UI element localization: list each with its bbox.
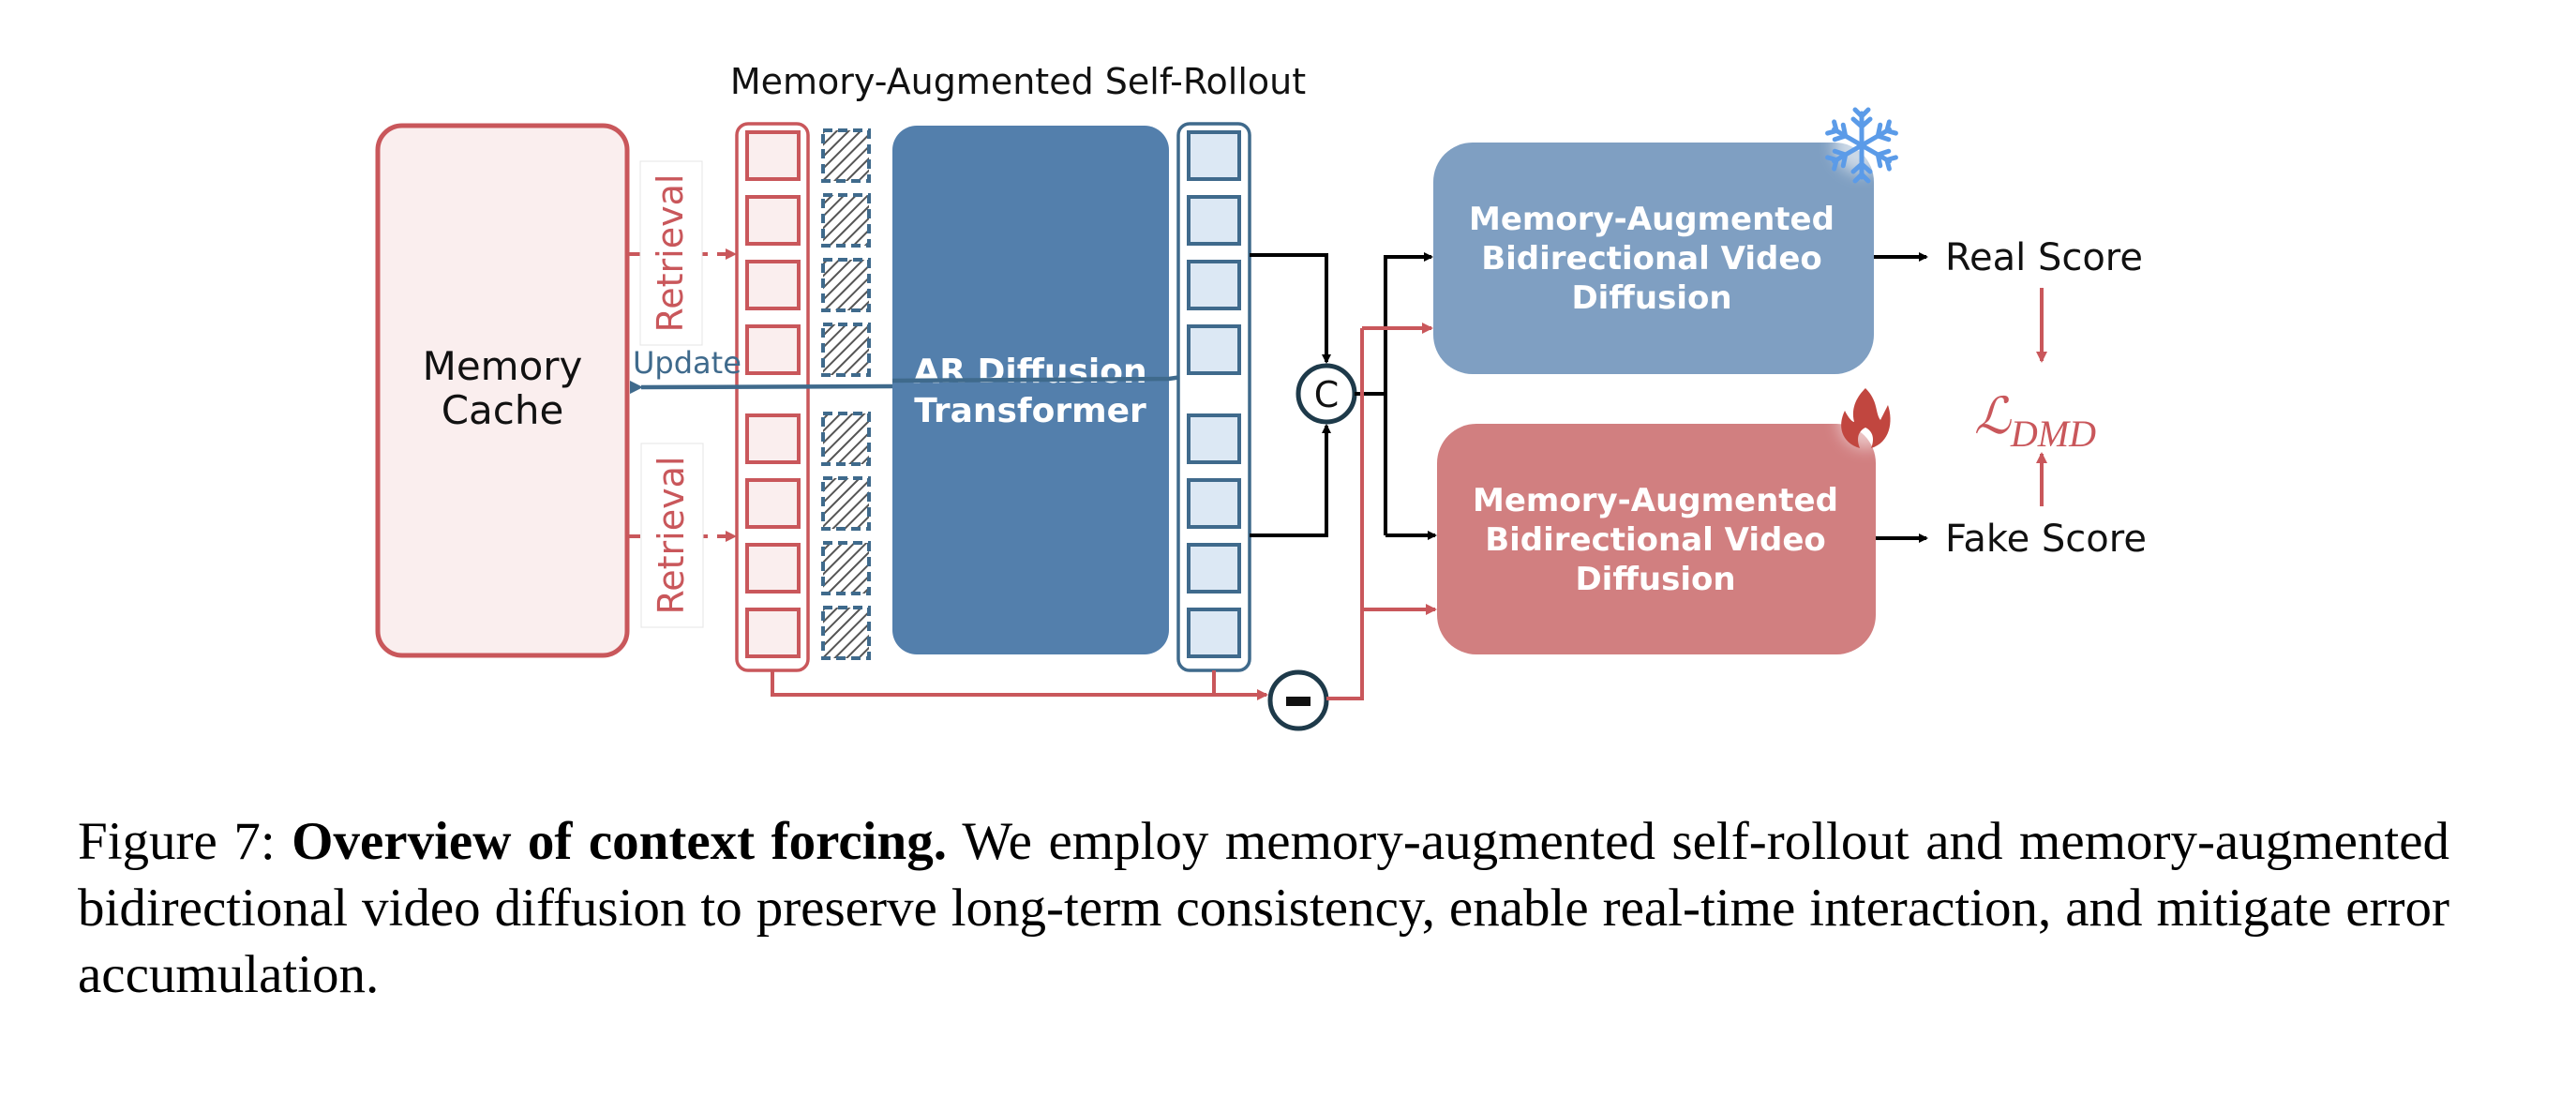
fake-score-label: Fake Score bbox=[1945, 518, 2147, 561]
generated-token-cell bbox=[1187, 324, 1241, 375]
concat-node: C bbox=[1295, 363, 1357, 425]
noisy-token-cell bbox=[821, 476, 871, 531]
generated-token-cell bbox=[1187, 195, 1241, 246]
retrieval-label-bottom: Retrieval bbox=[640, 443, 704, 628]
context-forcing-diagram: Memory-Augmented Self-Rollout Memory Cac… bbox=[375, 61, 2147, 731]
memory-token-cell bbox=[745, 130, 801, 181]
noisy-token-cell bbox=[821, 323, 871, 377]
generated-token-cell bbox=[1187, 130, 1241, 181]
noisy-token-cell bbox=[821, 541, 871, 595]
figure-caption: Figure 7: Overview of context forcing. W… bbox=[78, 808, 2449, 1008]
caption-body: We employ memory-augmented self-rollout … bbox=[78, 812, 2450, 1004]
memory-token-cell bbox=[745, 324, 801, 375]
svg-text:Retrieval: Retrieval bbox=[651, 457, 692, 615]
memory-token-cell bbox=[745, 195, 801, 246]
real-score-label: Real Score bbox=[1945, 236, 2143, 279]
noisy-token-cell bbox=[821, 412, 871, 466]
memory-cache-label-line1: Memory bbox=[423, 343, 583, 389]
memory-cache-block: Memory Cache bbox=[375, 123, 630, 658]
minus-node bbox=[1267, 669, 1329, 731]
flame-icon bbox=[1839, 388, 1892, 448]
memory-token-column bbox=[735, 122, 810, 672]
real-score-model-block: Memory-Augmented Bidirectional Video Dif… bbox=[1433, 143, 1874, 374]
caption-bold-title: Overview of context forcing. bbox=[292, 812, 947, 871]
memory-token-cell bbox=[745, 260, 801, 310]
generated-token-cell bbox=[1187, 478, 1241, 529]
ar-transformer-label-line2: Transformer bbox=[914, 392, 1146, 430]
generated-token-cell bbox=[1187, 543, 1241, 594]
generated-token-cell bbox=[1187, 260, 1241, 310]
ar-diffusion-transformer-block: AR Diffusion Transformer bbox=[892, 126, 1169, 654]
ar-transformer-label-line1: AR Diffusion bbox=[913, 353, 1146, 391]
noisy-token-cell bbox=[821, 193, 871, 248]
svg-text:Bidirectional Video: Bidirectional Video bbox=[1481, 240, 1822, 278]
memory-token-cell bbox=[745, 543, 801, 594]
svg-text:Diffusion: Diffusion bbox=[1575, 561, 1735, 598]
memory-token-cell bbox=[745, 478, 801, 529]
fake-score-model-block: Memory-Augmented Bidirectional Video Dif… bbox=[1437, 424, 1876, 654]
generated-token-cell bbox=[1187, 608, 1241, 658]
update-label: Update bbox=[633, 345, 741, 381]
concat-input-top bbox=[1250, 253, 1331, 364]
svg-text:Retrieval: Retrieval bbox=[650, 174, 691, 333]
retrieval-label-top: Retrieval bbox=[639, 160, 703, 346]
noisy-token-cell bbox=[821, 606, 871, 660]
memory-token-cell bbox=[745, 413, 801, 464]
svg-text:C: C bbox=[1314, 374, 1340, 415]
svg-text:Bidirectional Video: Bidirectional Video bbox=[1485, 521, 1826, 559]
svg-text:Diffusion: Diffusion bbox=[1571, 279, 1731, 317]
svg-text:Memory-Augmented: Memory-Augmented bbox=[1473, 482, 1838, 519]
residual-path bbox=[771, 670, 1268, 700]
rollout-title: Memory-Augmented Self-Rollout bbox=[730, 61, 1306, 102]
concat-output bbox=[1355, 255, 1387, 535]
memory-token-cell bbox=[745, 608, 801, 658]
memory-cache-label-line2: Cache bbox=[442, 387, 564, 433]
generated-token-column bbox=[1176, 122, 1251, 672]
noisy-token-cell bbox=[821, 128, 871, 183]
generated-token-cell bbox=[1187, 413, 1241, 464]
caption-label: Figure 7: bbox=[78, 812, 276, 871]
snowflake-icon bbox=[1827, 107, 1897, 181]
noisy-token-column bbox=[821, 128, 871, 660]
concat-input-bottom bbox=[1250, 424, 1331, 537]
dmd-loss-label: ℒDMD bbox=[1974, 388, 2096, 455]
noisy-token-cell bbox=[821, 258, 871, 312]
svg-text:Memory-Augmented: Memory-Augmented bbox=[1469, 201, 1835, 238]
